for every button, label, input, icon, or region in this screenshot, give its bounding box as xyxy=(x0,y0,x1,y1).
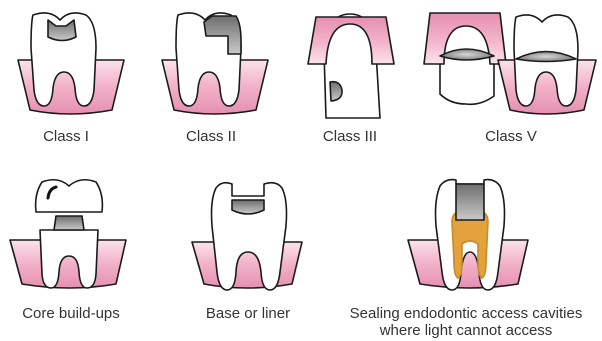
core-build-ups-illustration xyxy=(10,180,126,288)
label-class-iii: Class III xyxy=(323,128,377,145)
label-sealing-line-1: Sealing endodontic access cavities xyxy=(350,305,583,322)
class-ii-tooth-illustration xyxy=(162,13,268,114)
label-sealing-line-2: where light cannot access xyxy=(380,322,553,339)
label-core-build-ups: Core build-ups xyxy=(22,305,120,322)
label-class-v: Class V xyxy=(485,128,537,145)
base-or-liner-illustration xyxy=(192,183,302,290)
base-or-liner-liner xyxy=(232,200,264,214)
class-i-tooth-illustration xyxy=(18,13,124,114)
sealing-endodontic-illustration xyxy=(408,180,528,290)
class-v-upper-tooth-illustration xyxy=(424,13,506,104)
class-iii-filling xyxy=(330,82,342,101)
label-class-i: Class I xyxy=(43,128,89,145)
label-class-ii: Class II xyxy=(186,128,236,145)
class-v-lower-tooth-illustration xyxy=(498,15,596,114)
core-build-ups-core xyxy=(54,216,84,230)
core-build-ups-crown xyxy=(36,180,103,212)
label-base-or-liner: Base or liner xyxy=(206,305,290,322)
sealing-endodontic-filling xyxy=(456,184,484,220)
class-iii-tooth-illustration xyxy=(308,14,394,118)
